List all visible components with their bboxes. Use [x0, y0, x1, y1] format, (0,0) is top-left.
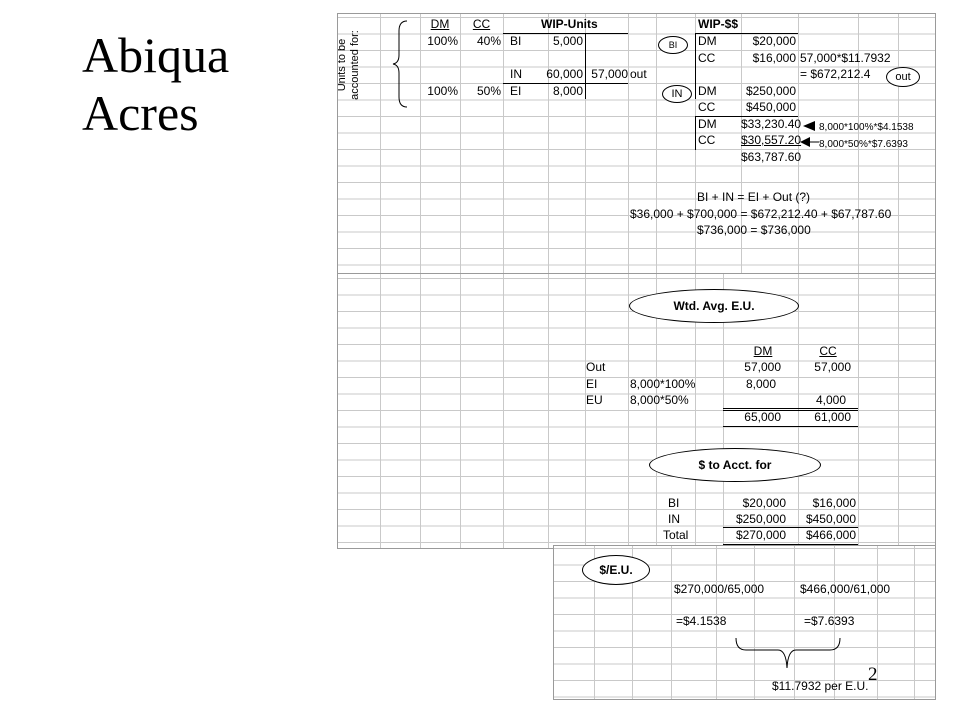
out-oval: out	[886, 67, 920, 87]
eu-row-ei-dm: 8,000	[745, 377, 776, 391]
eu-total-cc: 61,000	[814, 410, 851, 424]
left-brace-icon	[392, 20, 408, 108]
eu-row-ei-formula: 8,000*100%	[630, 377, 696, 391]
acct-row-in-cc: $450,000	[805, 512, 856, 526]
acct-row-in-label: IN	[668, 512, 680, 526]
eu-row-ei-label: EI	[586, 377, 598, 391]
acct-row-total-label: Total	[663, 528, 689, 542]
spreadsheet-eu: Wtd. Avg. E.U. DM CC Out 57,000 57,000 E…	[337, 273, 936, 549]
wip-dm-in-label: DM	[698, 84, 717, 98]
wip-dm-bi-label: DM	[698, 34, 717, 48]
eu-row-out-dm: 57,000	[744, 360, 781, 374]
in-units: 60,000	[546, 67, 583, 81]
eu-total-dm: 65,000	[744, 410, 781, 424]
wip-cc-ei-label: CC	[698, 133, 716, 147]
header-dm: DM	[430, 17, 450, 31]
page-number: 2	[868, 664, 878, 685]
acct-row-total-cc: $466,000	[805, 528, 856, 542]
eu-row-eu-formula: 8,000*50%	[630, 393, 689, 407]
bottom-brace-icon	[735, 637, 841, 669]
ei-label: EI	[510, 84, 522, 98]
wip-dm-ei-label: DM	[698, 117, 717, 131]
equation-1: BI + IN = EI + Out (?)	[697, 190, 811, 204]
bi-oval: BI	[658, 36, 688, 54]
wip-dm-ei-value: $33,230.40	[741, 117, 802, 131]
ei-dm-pct: 100%	[427, 84, 458, 98]
slide-title: Abiqua Acres	[82, 26, 229, 142]
equation-2: $36,000 + $700,000 = $672,212.40 + $67,7…	[630, 207, 892, 221]
cc-calc: $466,000/61,000	[800, 582, 891, 596]
acct-oval: $ to Acct. for	[649, 448, 821, 482]
units-accounted-label: Units to be accounted for:	[337, 30, 361, 100]
spreadsheet-cost-per-eu: $/E.U. $270,000/65,000 $466,000/61,000 =…	[553, 545, 936, 700]
arrow-left-icon	[800, 137, 819, 147]
out-label: out	[630, 67, 647, 81]
eu-oval: Wtd. Avg. E.U.	[629, 289, 799, 323]
title-line-2: Acres	[82, 85, 199, 141]
eu-row-out-cc: 57,000	[814, 360, 851, 374]
wip-ei-total: $63,787.60	[741, 150, 802, 164]
bi-label: BI	[510, 34, 522, 48]
eu-header-cc: CC	[819, 344, 837, 358]
acct-row-in-dm: $250,000	[735, 512, 786, 526]
title-line-1: Abiqua	[82, 27, 230, 83]
equation-3: $736,000 = $736,000	[697, 223, 811, 237]
acct-row-bi-dm: $20,000	[742, 496, 786, 510]
dm-result: =$4.1538	[676, 614, 727, 628]
wip-cc-bi-label: CC	[698, 51, 716, 65]
out-formula: 57,000*$11.7932	[800, 51, 891, 65]
wip-cc-in-value: $450,000	[745, 100, 796, 114]
wip-cc-bi-value: $16,000	[752, 51, 796, 65]
out-units: 57,000	[591, 67, 628, 81]
ei-cc-pct: 50%	[476, 84, 501, 98]
header-wip-dollars: WIP-$$	[698, 17, 739, 31]
header-wip-units: WIP-Units	[541, 17, 598, 31]
in-oval: IN	[662, 85, 692, 103]
wip-cc-in-label: CC	[698, 100, 716, 114]
spreadsheet-wip: Units to be accounted for: DM CC WIP-Uni…	[337, 13, 936, 275]
acct-row-bi-label: BI	[668, 496, 680, 510]
eu-row-eu-label: EU	[586, 393, 603, 407]
cost-per-eu-oval: $/E.U.	[582, 555, 650, 585]
wip-dm-bi-value: $20,000	[752, 34, 796, 48]
wip-dm-in-value: $250,000	[745, 84, 796, 98]
bi-dm-pct: 100%	[427, 34, 458, 48]
acct-row-bi-cc: $16,000	[812, 496, 856, 510]
dm-calc: $270,000/65,000	[674, 582, 765, 596]
bi-units: 5,000	[552, 34, 583, 48]
cc-ei-note: 8,000*50%*$7.6393	[819, 139, 908, 150]
wip-cc-ei-value: $30,557.20	[741, 133, 802, 147]
dm-ei-note: 8,000*100%*$4.1538	[819, 122, 914, 133]
out-result: = $672,212.4	[800, 67, 871, 81]
total-per-eu: $11.7932 per E.U.	[772, 679, 869, 693]
in-label: IN	[510, 67, 522, 81]
acct-row-total-dm: $270,000	[735, 528, 786, 542]
eu-row-out-label: Out	[586, 360, 606, 374]
arrow-left-icon	[803, 121, 815, 131]
bi-cc-pct: 40%	[476, 34, 501, 48]
header-cc: CC	[472, 17, 491, 31]
eu-header-dm: DM	[753, 344, 773, 358]
ei-units: 8,000	[552, 84, 583, 98]
eu-row-eu-cc: 4,000	[815, 393, 846, 407]
cc-result: =$7.6393	[804, 614, 855, 628]
